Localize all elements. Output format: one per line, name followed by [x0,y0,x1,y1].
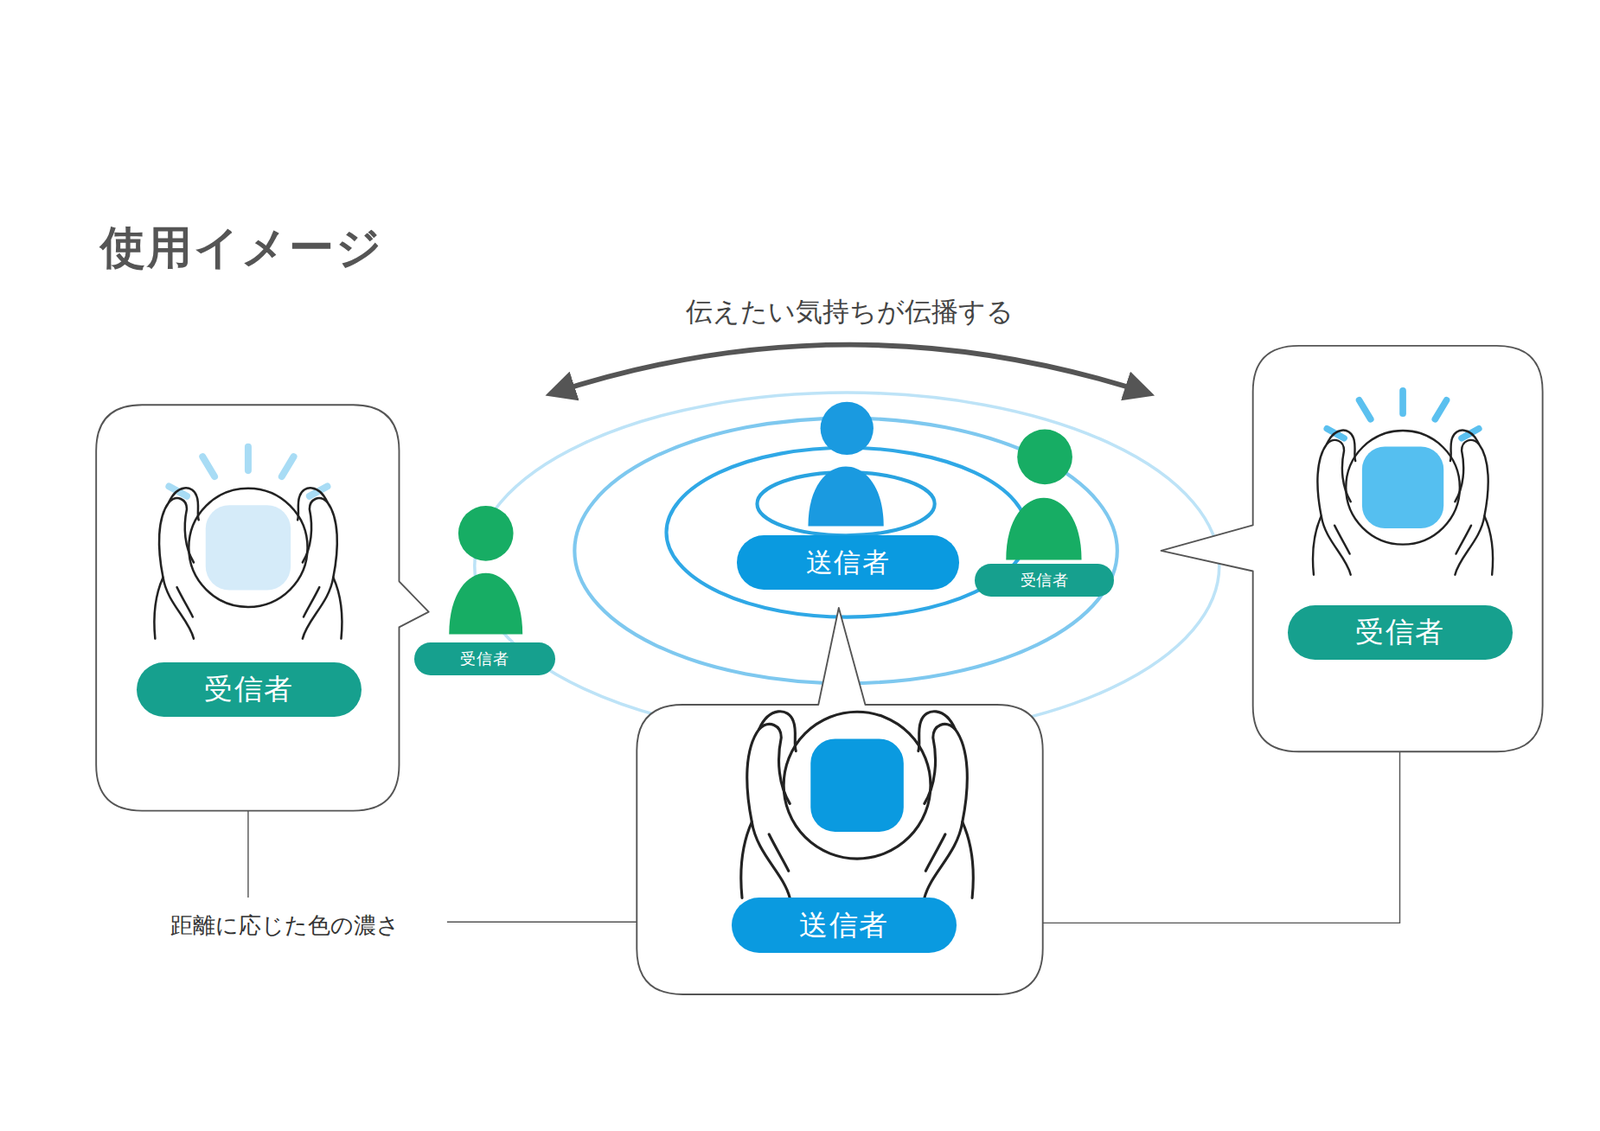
sender-pill: 送信者 [731,897,957,954]
pill-label: 受信者 [204,670,294,710]
receiver-pill: 受信者 [414,642,556,676]
pill-label: 受信者 [1355,613,1445,653]
receiver-pill: 受信者 [974,563,1115,597]
propagation-caption: 伝えたい気持ちが伝播する [684,294,1016,331]
pill-label: 送信者 [806,544,890,582]
leader-label: 距離に応じた色の濃さ [168,910,402,941]
diagram-title: 使用イメージ [100,217,384,279]
pill-label: 受信者 [460,648,509,670]
pill-label: 受信者 [1020,569,1069,591]
receiver-pill: 受信者 [136,662,362,718]
sender-pill: 送信者 [736,535,960,590]
pill-label: 送信者 [799,906,889,946]
receiver-pill: 受信者 [1287,605,1513,661]
